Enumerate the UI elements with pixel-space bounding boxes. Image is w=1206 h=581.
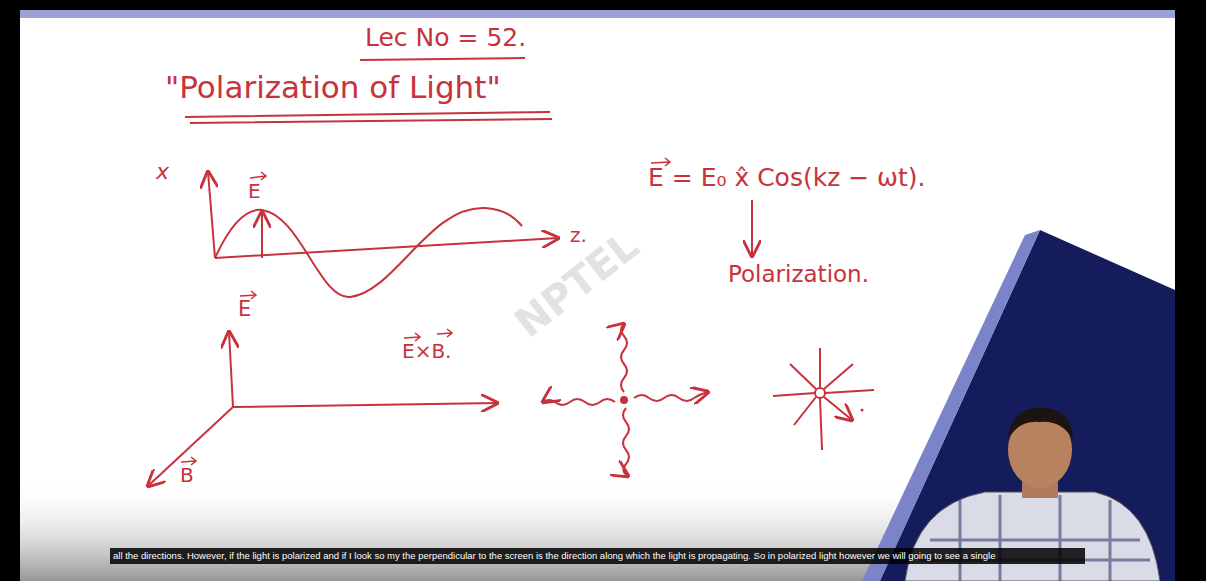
subtitle-text: all the directions. However, if the ligh… bbox=[113, 550, 1083, 562]
axis-label: x bbox=[156, 160, 169, 184]
vector-label: E bbox=[248, 180, 261, 202]
vector-label: E bbox=[238, 298, 251, 321]
lecture-title: "Polarization of Light" bbox=[165, 70, 501, 104]
axis-label: z. bbox=[570, 224, 587, 246]
lecture-number: Lec No = 52. bbox=[365, 24, 526, 52]
equation: E = E₀ x̂ Cos(kz − ωt). bbox=[648, 164, 926, 192]
annotation: Polarization. bbox=[728, 262, 869, 287]
vector-label: B bbox=[180, 464, 194, 486]
vector-label: E×B. bbox=[402, 340, 451, 362]
